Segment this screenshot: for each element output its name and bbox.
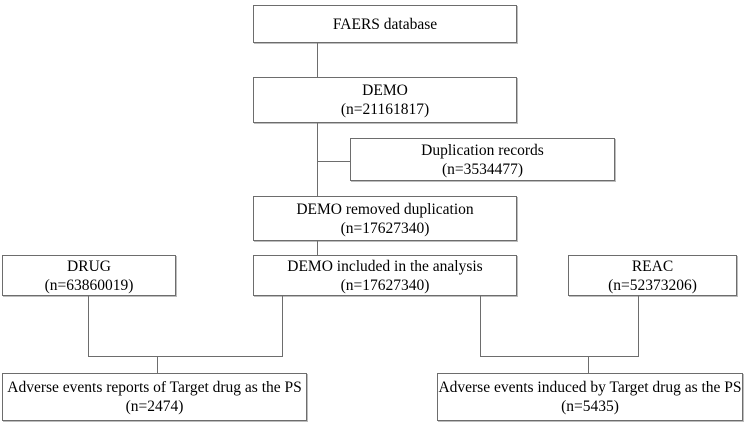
connector-faers-to-demo (317, 43, 318, 77)
adverse-events-reports-count: (n=2474) (125, 398, 184, 415)
demo-count: (n=21161817) (340, 101, 430, 118)
box-demo-included: DEMO included in the analysis (n=1762734… (253, 255, 517, 296)
connector-branch-duplication-records (317, 161, 350, 162)
reac-count: (n=52373206) (608, 276, 697, 294)
adverse-events-induced-label: Adverse events induced by Target drug as… (438, 379, 742, 396)
box-duplication-records: Duplication records (n=3534477) (350, 138, 615, 181)
box-adverse-events-induced: Adverse events induced by Target drug as… (437, 373, 743, 421)
demo-included-count: (n=17627340) (340, 276, 430, 294)
connector-left-stem (157, 356, 158, 373)
duplication-records-count: (n=3534477) (441, 160, 524, 178)
box-faers-database: FAERS database (253, 5, 517, 43)
duplication-records-label: Duplication records (421, 141, 544, 159)
connector-included-left-down (282, 296, 283, 357)
adverse-events-induced-count: (n=5435) (561, 398, 619, 415)
connector-demo-to-removed (317, 123, 318, 196)
drug-label: DRUG (67, 257, 111, 275)
connector-removed-to-included (317, 241, 318, 255)
adverse-events-reports-label: Adverse events reports of Target drug as… (7, 379, 302, 396)
demo-removed-duplication-count: (n=17627340) (340, 219, 430, 237)
demo-label: DEMO (362, 82, 408, 99)
demo-removed-duplication-label: DEMO removed duplication (296, 200, 474, 218)
reac-label: REAC (631, 257, 674, 275)
faers-database-label: FAERS database (332, 15, 438, 33)
connector-right-merge (480, 356, 639, 357)
connector-drug-down (88, 296, 89, 357)
connector-reac-down (638, 296, 639, 357)
demo-included-label: DEMO included in the analysis (287, 257, 483, 275)
box-reac: REAC (n=52373206) (568, 255, 737, 296)
box-demo: DEMO (n=21161817) (253, 77, 517, 123)
box-demo-removed-duplication: DEMO removed duplication (n=17627340) (253, 196, 517, 241)
box-adverse-events-reports: Adverse events reports of Target drug as… (2, 373, 307, 421)
drug-count: (n=63860019) (44, 276, 134, 294)
connector-right-stem (588, 356, 589, 373)
connector-left-merge (88, 356, 283, 357)
box-drug: DRUG (n=63860019) (2, 255, 176, 296)
connector-included-right-down (480, 296, 481, 357)
